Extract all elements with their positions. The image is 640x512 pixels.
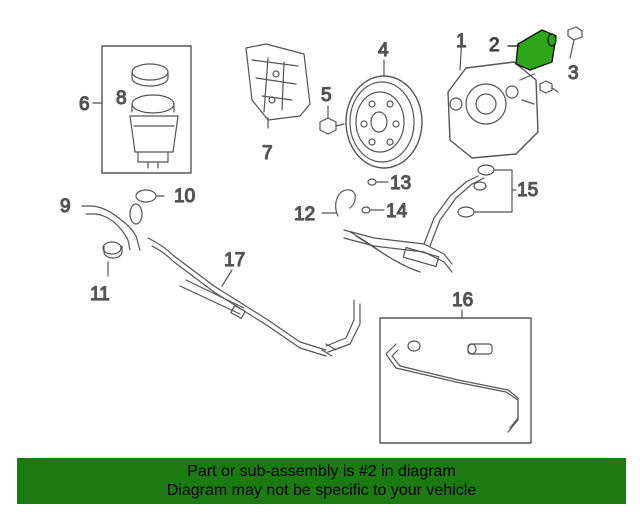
callout-11: 11 [90,284,110,305]
banner-line-disclaimer: Diagram may not be specific to your vehi… [166,482,477,499]
parts-diagram: 1 2 3 4 5 6 7 8 9 10 11 12 13 14 15 16 1… [59,26,583,444]
callout-6: 6 [79,94,90,115]
clamp-part-10[interactable] [135,189,165,203]
callout-3: 3 [568,63,579,84]
callout-14: 14 [386,201,408,222]
power-steering-pump[interactable] [447,35,539,159]
callout-17: 17 [224,250,245,271]
callout-16: 16 [452,290,473,311]
callout-4: 4 [378,40,389,61]
callout-13: 13 [390,173,411,194]
cooler-line-part-17[interactable] [147,237,361,357]
callout-2: 2 [489,35,500,56]
bolts-part-3[interactable] [539,26,583,94]
return-line-assembly[interactable] [379,309,532,444]
bolt-part-5[interactable] [319,105,345,135]
hose-part-9[interactable] [81,203,143,251]
mounting-bracket[interactable] [245,43,311,129]
o-ring-part-13[interactable] [367,178,389,186]
callout-9: 9 [60,196,71,217]
callout-5: 5 [321,85,332,106]
callout-1: 1 [456,31,467,52]
callout-12: 12 [294,204,315,225]
callout-10: 10 [174,186,195,207]
clamp-part-11[interactable] [102,241,123,277]
callout-8: 8 [116,88,127,109]
banner-line-part-number: Part or sub-assembly is #2 in diagram [187,463,456,480]
callout-15: 15 [517,180,538,201]
pulley[interactable] [345,59,423,169]
o-rings-part-15[interactable] [457,164,517,218]
callout-7: 7 [262,143,273,164]
reservoir-assembly[interactable] [92,45,192,174]
info-banner: Part or sub-assembly is #2 in diagram Di… [17,458,626,504]
pressure-line-part-12[interactable] [321,175,485,273]
o-ring-part-14[interactable] [361,206,385,214]
highlighted-part-2[interactable] [507,29,557,71]
